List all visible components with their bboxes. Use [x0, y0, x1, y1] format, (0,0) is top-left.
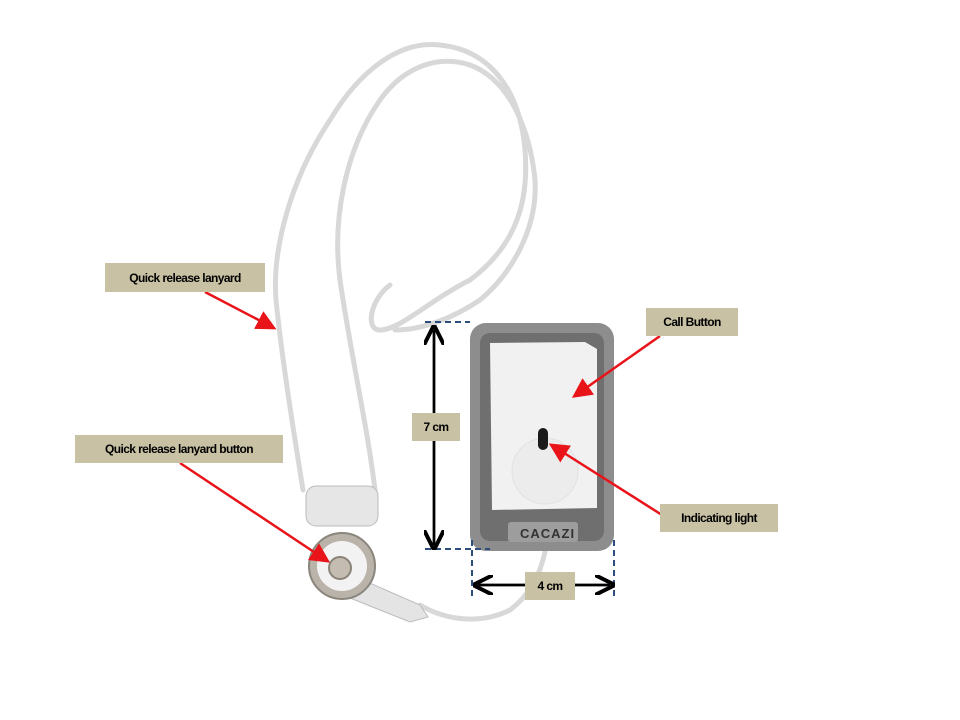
callout-arrows [179, 290, 663, 563]
label-call-button: Call Button [646, 308, 738, 336]
label-quick-release-lanyard-button: Quick release lanyard button [75, 435, 283, 463]
call-button-device [470, 323, 614, 551]
label-height-7cm: 7 cm [412, 413, 460, 441]
indicator-light [538, 428, 548, 450]
brand-logo: CACAZI [520, 526, 576, 541]
label-width-4cm: 4 cm [525, 572, 575, 600]
label-indicating-light: Indicating light [660, 504, 778, 532]
quick-release-clasp [305, 485, 429, 623]
label-quick-release-lanyard: Quick release lanyard [105, 263, 265, 292]
